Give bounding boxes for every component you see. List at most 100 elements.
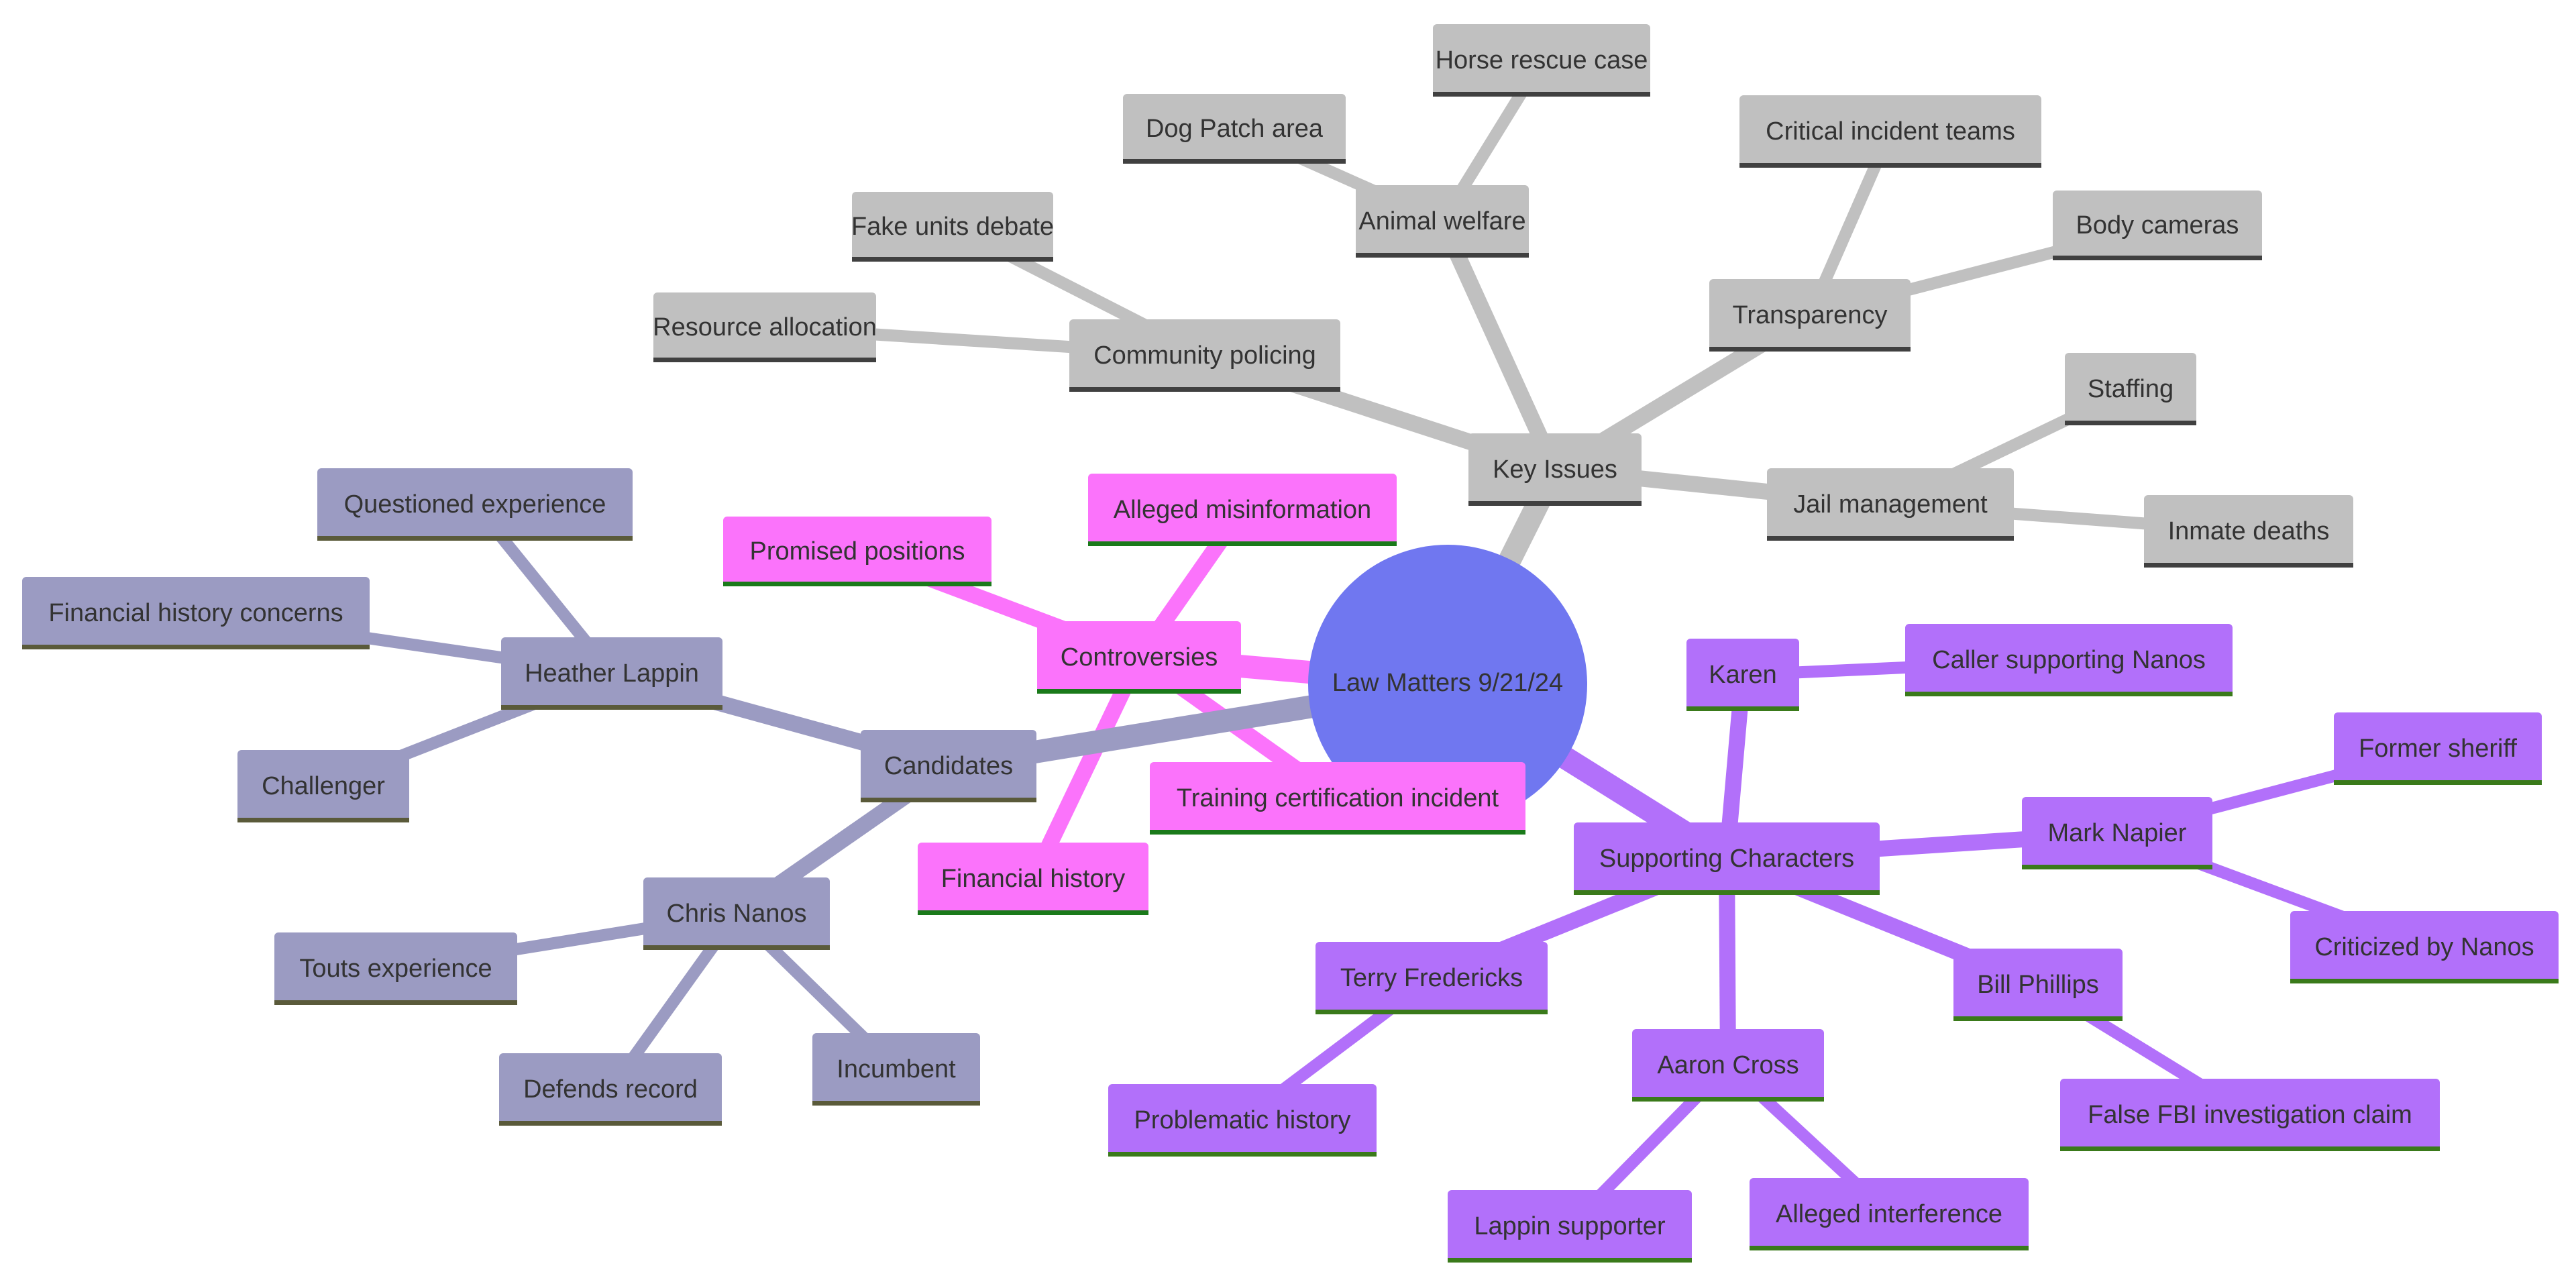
node-box [1905,624,2233,696]
node-label: Mark Napier [2048,819,2187,847]
node-staffing[interactable]: Staffing [2065,353,2196,425]
node-label: Staffing [2088,375,2174,403]
node-supporting-characters[interactable]: Supporting Characters [1574,822,1880,895]
node-box [237,750,409,822]
root-node[interactable]: Law Matters 9/21/24 [1308,545,1587,824]
node-box [499,1053,722,1126]
node-controversies[interactable]: Controversies [1037,621,1241,694]
node-label: Horse rescue case [1436,46,1648,74]
node-underline [237,818,409,822]
node-training-certification[interactable]: Training certification incident [1150,762,1525,835]
node-label: Challenger [262,772,385,800]
node-underline [1448,1258,1692,1263]
node-promised-positions[interactable]: Promised positions [723,517,991,586]
node-label: Incumbent [837,1055,956,1083]
node-community-policing[interactable]: Community policing [1069,319,1340,392]
node-jail-management[interactable]: Jail management [1767,468,2014,541]
node-critical-incident[interactable]: Critical incident teams [1739,95,2041,168]
node-alleged-misinformation[interactable]: Alleged misinformation [1088,474,1397,546]
node-box [2334,712,2542,785]
node-former-sheriff[interactable]: Former sheriff [2334,712,2542,785]
node-label: Resource allocation [653,313,877,341]
node-label: Defends record [523,1075,698,1104]
node-underline [501,705,722,710]
node-label: Key Issues [1493,456,1617,484]
node-key-issues[interactable]: Key Issues [1468,433,1642,506]
node-underline [812,1101,980,1106]
node-aaron-cross[interactable]: Aaron Cross [1632,1029,1824,1102]
node-label: Controversies [1061,643,1218,672]
node-box [1108,1084,1377,1157]
node-box [2065,353,2196,425]
node-bill-phillips[interactable]: Bill Phillips [1953,949,2123,1021]
node-terry-fredericks[interactable]: Terry Fredericks [1316,942,1548,1014]
node-label: Heather Lappin [525,659,699,688]
node-underline [317,536,633,541]
node-underline [1123,159,1346,164]
node-problematic-history[interactable]: Problematic history [1108,1084,1377,1157]
node-chris-nanos[interactable]: Chris Nanos [643,877,830,950]
root-circle [1308,545,1587,824]
node-label: Dog Patch area [1146,115,1324,143]
node-underline [1750,1246,2029,1250]
node-label: Financial history concerns [48,599,343,627]
node-box [1632,1029,1824,1102]
node-box [1088,474,1397,546]
node-underline [1632,1097,1824,1102]
node-mark-napier[interactable]: Mark Napier [2022,797,2212,869]
node-underline [1150,830,1525,835]
node-box [2060,1079,2440,1151]
node-box [1448,1190,1692,1263]
node-underline [1739,163,2041,168]
node-box [274,932,517,1005]
node-box [2053,191,2262,260]
node-box [1750,1178,2029,1250]
node-label: Supporting Characters [1599,845,1854,873]
node-lappin-supporter[interactable]: Lappin supporter [1448,1190,1692,1263]
node-candidates[interactable]: Candidates [861,730,1036,802]
node-label: Community policing [1093,341,1316,370]
node-financial-history[interactable]: Financial history [918,843,1148,915]
node-underline [723,582,991,586]
node-body-cameras[interactable]: Body cameras [2053,191,2262,260]
node-alleged-interference[interactable]: Alleged interference [1750,1178,2029,1250]
node-box [812,1033,980,1106]
node-label: Candidates [884,752,1013,780]
node-challenger[interactable]: Challenger [237,750,409,822]
node-resource-allocation[interactable]: Resource allocation [653,292,877,362]
node-box [1069,319,1340,392]
node-inmate-deaths[interactable]: Inmate deaths [2144,495,2353,568]
node-criticized-by-nanos[interactable]: Criticized by Nanos [2290,911,2559,983]
node-underline [1088,541,1397,546]
node-financial-history-concerns[interactable]: Financial history concerns [22,577,370,649]
node-label: Bill Phillips [1977,971,2099,999]
edge-animal-welfare [1435,218,1562,473]
node-underline [2053,256,2262,260]
node-caller-supporting-nanos[interactable]: Caller supporting Nanos [1905,624,2233,696]
node-underline [1953,1016,2123,1021]
node-label: Body cameras [2076,211,2239,239]
node-label: Financial history [941,865,1126,893]
node-questioned-experience[interactable]: Questioned experience [317,468,633,541]
node-touts-experience[interactable]: Touts experience [274,932,517,1005]
node-heather-lappin[interactable]: Heather Lappin [501,637,722,710]
node-label: Critical incident teams [1766,117,2015,146]
node-box [861,730,1036,802]
node-label: Transparency [1733,301,1888,329]
node-fake-units[interactable]: Fake units debate [851,192,1054,262]
node-karen[interactable]: Karen [1686,639,1799,711]
node-box [723,517,991,586]
node-horse-rescue[interactable]: Horse rescue case [1433,24,1650,97]
node-animal-welfare[interactable]: Animal welfare [1356,185,1529,258]
node-defends-record[interactable]: Defends record [499,1053,722,1126]
node-underline [861,798,1036,802]
node-transparency[interactable]: Transparency [1709,279,1911,352]
node-false-fbi-claim[interactable]: False FBI investigation claim [2060,1079,2440,1151]
node-box [653,292,876,362]
node-underline [499,1121,722,1126]
node-dog-patch[interactable]: Dog Patch area [1123,94,1346,164]
node-underline [1468,501,1642,506]
node-label: Jail management [1793,490,1988,519]
node-incumbent[interactable]: Incumbent [812,1033,980,1106]
